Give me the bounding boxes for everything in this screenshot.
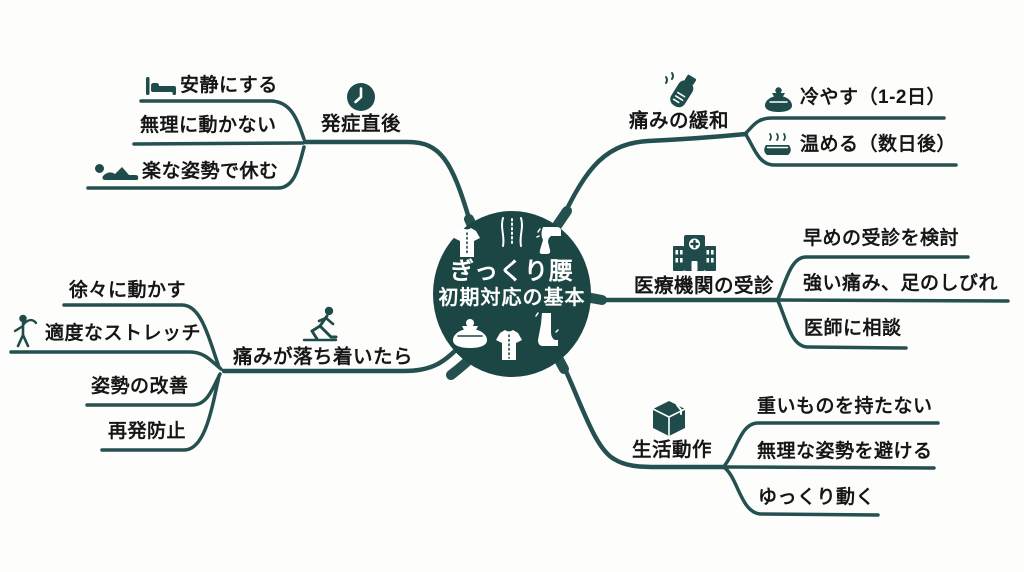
child-label-move-gradually: 徐々に動かす: [69, 280, 187, 301]
branch-line-recovery-child4: [100, 374, 221, 452]
child-label-early-visit: 早めの受診を検討: [803, 228, 960, 249]
child-label-cool: 冷やす（1-2日）: [800, 87, 946, 108]
ice-bag-icon: [453, 319, 487, 348]
branch-line-daily-child3: [723, 466, 880, 517]
leg-pain-icon: [535, 312, 559, 346]
branch-line-recovery-child1: [62, 303, 221, 369]
center-title-line2: 初期対応の基本: [438, 287, 586, 309]
spray-bottle-icon: [665, 72, 697, 108]
child-label-move-slowly: ゆっくり動く: [758, 487, 876, 508]
child-label-dont-force-move: 無理に動かない: [140, 115, 277, 136]
branch-line-onset-child2: [132, 141, 305, 146]
branch-label-onset: 発症直後: [321, 113, 402, 135]
branch-line-pain-relief-child1: [744, 116, 946, 135]
branch-label-medical: 医療機関の受診: [634, 275, 775, 297]
child-label-comfortable-posture: 楽な姿勢で休む: [142, 161, 279, 182]
hospital-icon: [673, 235, 716, 271]
ice-pack-icon: [765, 87, 792, 112]
box-icon: [652, 401, 686, 437]
child-label-posture-improvement: 姿勢の改善: [91, 376, 189, 397]
branch-line-pain-relief-child2: [744, 133, 958, 167]
side-stretch-icon: [13, 314, 38, 348]
torso-pain-icon: [454, 228, 480, 257]
lunge-stretch-icon: [302, 306, 338, 342]
child-label-prevent-recurrence: 再発防止: [108, 421, 187, 442]
spine-back-icon: [501, 217, 523, 247]
branch-line-medical-child1: [776, 255, 970, 301]
branch-line-recovery-child2: [9, 350, 223, 371]
branch-label-recovery: 痛みが落ち着いたら: [233, 346, 414, 368]
branch-line-medical-child2: [776, 298, 1010, 303]
branch-line-daily: [554, 349, 727, 470]
child-label-warm: 温める（数日後）: [800, 134, 957, 155]
torso-pain-icon: [496, 330, 522, 360]
lying-person-icon: [95, 164, 139, 180]
branch-label-daily: 生活動作: [632, 439, 713, 461]
child-label-avoid-strain: 無理な姿勢を避ける: [757, 441, 933, 462]
branch-line-onset: [302, 139, 473, 225]
bed-icon: [146, 77, 176, 95]
warm-pack-icon: [764, 133, 791, 155]
branch-line-pain-relief: [553, 131, 749, 234]
branch-line-recovery: [221, 345, 461, 374]
child-label-strong-pain: 強い痛み、足のしびれ: [803, 273, 999, 294]
branch-label-pain-relief: 痛みの緩和: [629, 110, 730, 132]
branch-line-daily-child1: [723, 421, 940, 467]
branch-line-onset-child1: [139, 99, 306, 141]
clock-icon: [347, 83, 375, 111]
branch-line-medical-child3: [776, 299, 908, 350]
knee-pain-icon: [536, 227, 561, 254]
child-label-consult-doctor: 医師に相談: [804, 318, 902, 339]
branch-line-daily-child2: [723, 465, 936, 470]
child-label-rest: 安静にする: [180, 75, 278, 96]
branch-line-onset-child3: [86, 145, 306, 190]
child-label-no-heavy: 重いものを持たない: [757, 396, 933, 417]
child-label-moderate-stretch: 適度なストレッチ: [45, 323, 202, 344]
center-title-line1: ぎっくり腰: [449, 258, 575, 285]
